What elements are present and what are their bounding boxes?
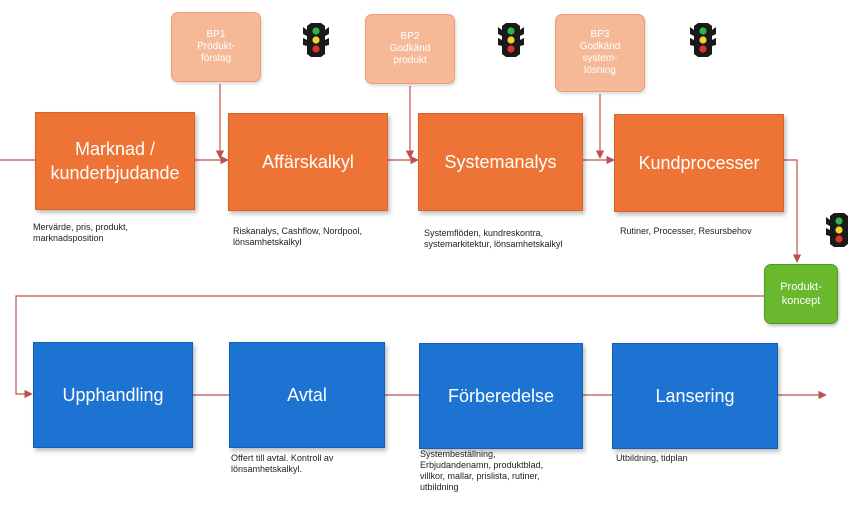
step-marknad: Marknad / kunderbjudande [35,112,195,210]
note-kundprocesser: Rutiner, Processer, Resursbehov [620,226,752,236]
arrow-return [15,295,764,399]
step-avtal-label: Avtal [287,385,327,405]
arrow-to-concept [784,159,802,263]
step-upphandling: Upphandling [33,342,193,448]
step-lansering: Lansering [612,343,778,449]
step-forberedelse: Förberedelse [419,343,583,449]
gate-bp2-label: BP2 Godkänd produkt [389,31,431,66]
step-avtal: Avtal [229,342,385,448]
note-avtal: Offert till avtal. Kontroll av lönsamhet… [231,453,334,474]
traffic-light-icon [498,23,524,57]
step-systemanalys-label: Systemanalys [444,152,557,172]
step-marknad-label: Marknad / kunderbjudande [50,139,180,183]
gate-bp3: BP3 Godkänd system- lösning [555,14,645,92]
step-affarskalkyl: Affärskalkyl [228,113,388,211]
step-kundprocesser-label: Kundprocesser [638,153,760,173]
step-lansering-label: Lansering [655,386,735,406]
step-upphandling-label: Upphandling [62,385,164,405]
gate-bp1-label: BP1 Produkt- förslag [197,29,235,64]
produktkoncept: Produkt- koncept [764,264,838,324]
produktkoncept-label: Produkt- koncept [780,281,822,307]
traffic-light-icon [690,23,716,57]
gate-bp3-label: BP3 Godkänd system- lösning [579,29,621,76]
note-systemanalys: Systemflöden, kundreskontra, systemarkit… [424,228,563,249]
note-marknad: Mervärde, pris, produkt, marknadspositio… [33,222,129,243]
step-systemanalys: Systemanalys [418,113,583,211]
note-affarskalkyl: Riskanalys, Cashflow, Nordpool, lönsamhe… [233,226,363,247]
gate-bp2: BP2 Godkänd produkt [365,14,455,84]
step-affarskalkyl-label: Affärskalkyl [262,152,354,172]
gate-bp1: BP1 Produkt- förslag [171,12,261,82]
note-forberedelse: Systembeställning, Erbjudandenamn, produ… [420,449,544,492]
traffic-light-icon [303,23,329,57]
traffic-light-icon [826,213,848,247]
step-forberedelse-label: Förberedelse [447,386,555,406]
note-lansering: Utbildning, tidplan [616,453,688,463]
step-kundprocesser: Kundprocesser [614,114,784,212]
